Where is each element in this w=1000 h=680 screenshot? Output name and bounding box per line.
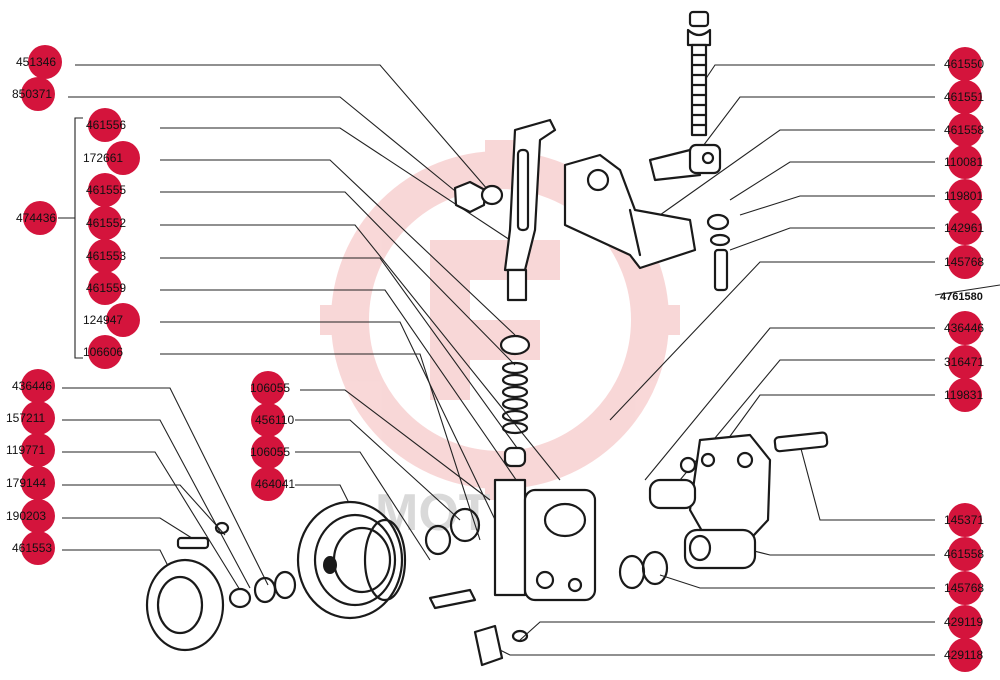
svg-text:119831: 119831 bbox=[944, 388, 983, 402]
svg-text:461550: 461550 bbox=[944, 57, 984, 71]
callout-474436[interactable]: 474436 bbox=[16, 201, 57, 235]
parts bbox=[145, 10, 829, 667]
svg-text:142961: 142961 bbox=[944, 221, 984, 235]
svg-text:429118: 429118 bbox=[944, 648, 983, 662]
callout-461553-a[interactable]: 461553 bbox=[86, 239, 126, 273]
callout-124947[interactable]: 124947 bbox=[83, 303, 140, 337]
callout-142961[interactable]: 142961 bbox=[944, 211, 984, 245]
svg-text:106606: 106606 bbox=[83, 345, 123, 359]
svg-text:119801: 119801 bbox=[944, 189, 983, 203]
callouts-left: 451346 850371 461556 172661 461555 47443… bbox=[6, 45, 140, 565]
svg-text:179144: 179144 bbox=[6, 476, 46, 490]
svg-text:461558: 461558 bbox=[944, 123, 984, 137]
svg-text:461553: 461553 bbox=[12, 541, 52, 555]
callout-106055-b[interactable]: 106055 bbox=[250, 435, 290, 469]
callout-461555[interactable]: 461555 bbox=[86, 173, 126, 207]
callout-461550[interactable]: 461550 bbox=[944, 47, 984, 81]
label-4761580[interactable]: 4761580 bbox=[940, 291, 983, 303]
callout-119771[interactable]: 119771 bbox=[6, 433, 55, 467]
callout-461558-b[interactable]: 461558 bbox=[944, 537, 984, 571]
callout-145371[interactable]: 145371 bbox=[944, 503, 984, 537]
callout-106055-a[interactable]: 106055 bbox=[250, 371, 290, 405]
pulley bbox=[296, 500, 407, 620]
callout-436446-left[interactable]: 436446 bbox=[12, 369, 55, 403]
callout-110081[interactable]: 110081 bbox=[944, 145, 983, 179]
svg-text:461551: 461551 bbox=[944, 90, 984, 104]
callout-461559[interactable]: 461559 bbox=[86, 271, 126, 305]
svg-text:461553: 461553 bbox=[86, 249, 126, 263]
svg-text:316471: 316471 bbox=[944, 355, 984, 369]
spring bbox=[501, 361, 529, 435]
callout-145768-a[interactable]: 145768 bbox=[944, 245, 984, 279]
svg-text:436446: 436446 bbox=[944, 321, 984, 335]
callout-119801[interactable]: 119801 bbox=[944, 179, 983, 213]
flange bbox=[145, 536, 225, 652]
svg-text:451346: 451346 bbox=[16, 55, 56, 69]
svg-text:474436: 474436 bbox=[16, 211, 56, 225]
callouts-center: 106055 456110 106055 464041 bbox=[250, 371, 295, 501]
svg-text:850371: 850371 bbox=[12, 87, 52, 101]
pivot-block bbox=[493, 478, 597, 602]
callout-119831[interactable]: 119831 bbox=[944, 378, 983, 412]
svg-text:119771: 119771 bbox=[6, 443, 45, 457]
callout-190203[interactable]: 190203 bbox=[6, 499, 55, 533]
callout-850371[interactable]: 850371 bbox=[12, 77, 55, 111]
svg-text:145768: 145768 bbox=[944, 255, 984, 269]
callouts-right: 461550 461551 461558 110081 119801 14296… bbox=[940, 47, 984, 672]
svg-text:145371: 145371 bbox=[944, 513, 984, 527]
callout-461558-a[interactable]: 461558 bbox=[944, 113, 984, 147]
svg-text:464041: 464041 bbox=[255, 477, 295, 491]
svg-text:145768: 145768 bbox=[944, 581, 984, 595]
svg-text:124947: 124947 bbox=[83, 313, 123, 327]
callout-461553-b[interactable]: 461553 bbox=[12, 531, 55, 565]
callout-464041[interactable]: 464041 bbox=[251, 467, 295, 501]
adjuster-barrel bbox=[648, 143, 722, 182]
callout-436446-right[interactable]: 436446 bbox=[944, 311, 984, 345]
tension-arm bbox=[503, 118, 557, 302]
callout-316471[interactable]: 316471 bbox=[944, 345, 984, 379]
leader-lines bbox=[58, 64, 1000, 656]
svg-text:461558: 461558 bbox=[944, 547, 984, 561]
svg-text:461559: 461559 bbox=[86, 281, 126, 295]
svg-text:106055: 106055 bbox=[250, 445, 290, 459]
svg-text:157211: 157211 bbox=[6, 411, 45, 425]
callout-461551[interactable]: 461551 bbox=[944, 80, 984, 114]
watermark-logo bbox=[320, 140, 680, 500]
svg-text:461552: 461552 bbox=[86, 216, 126, 230]
callout-461552[interactable]: 461552 bbox=[86, 206, 126, 240]
svg-text:190203: 190203 bbox=[6, 509, 46, 523]
svg-text:429119: 429119 bbox=[944, 615, 983, 629]
callout-461556[interactable]: 461556 bbox=[86, 108, 126, 142]
long-bolt bbox=[686, 10, 712, 137]
callout-145768-b[interactable]: 145768 bbox=[944, 571, 984, 605]
svg-text:106055: 106055 bbox=[250, 381, 290, 395]
svg-text:456110: 456110 bbox=[255, 413, 294, 427]
callout-106606[interactable]: 106606 bbox=[83, 335, 123, 369]
callout-451346[interactable]: 451346 bbox=[16, 45, 62, 79]
svg-text:172661: 172661 bbox=[83, 151, 123, 165]
svg-text:461556: 461556 bbox=[86, 118, 126, 132]
callout-172661[interactable]: 172661 bbox=[83, 141, 140, 175]
svg-text:110081: 110081 bbox=[944, 155, 983, 169]
svg-text:461555: 461555 bbox=[86, 183, 126, 197]
callout-179144[interactable]: 179144 bbox=[6, 466, 55, 500]
svg-text:436446: 436446 bbox=[12, 379, 52, 393]
callout-157211[interactable]: 157211 bbox=[6, 401, 55, 435]
svg-text:4761580: 4761580 bbox=[940, 291, 983, 303]
callout-456110[interactable]: 456110 bbox=[251, 403, 294, 437]
callout-429118[interactable]: 429118 bbox=[944, 638, 983, 672]
mounting-bracket bbox=[563, 153, 697, 270]
callout-429119[interactable]: 429119 bbox=[944, 605, 983, 639]
